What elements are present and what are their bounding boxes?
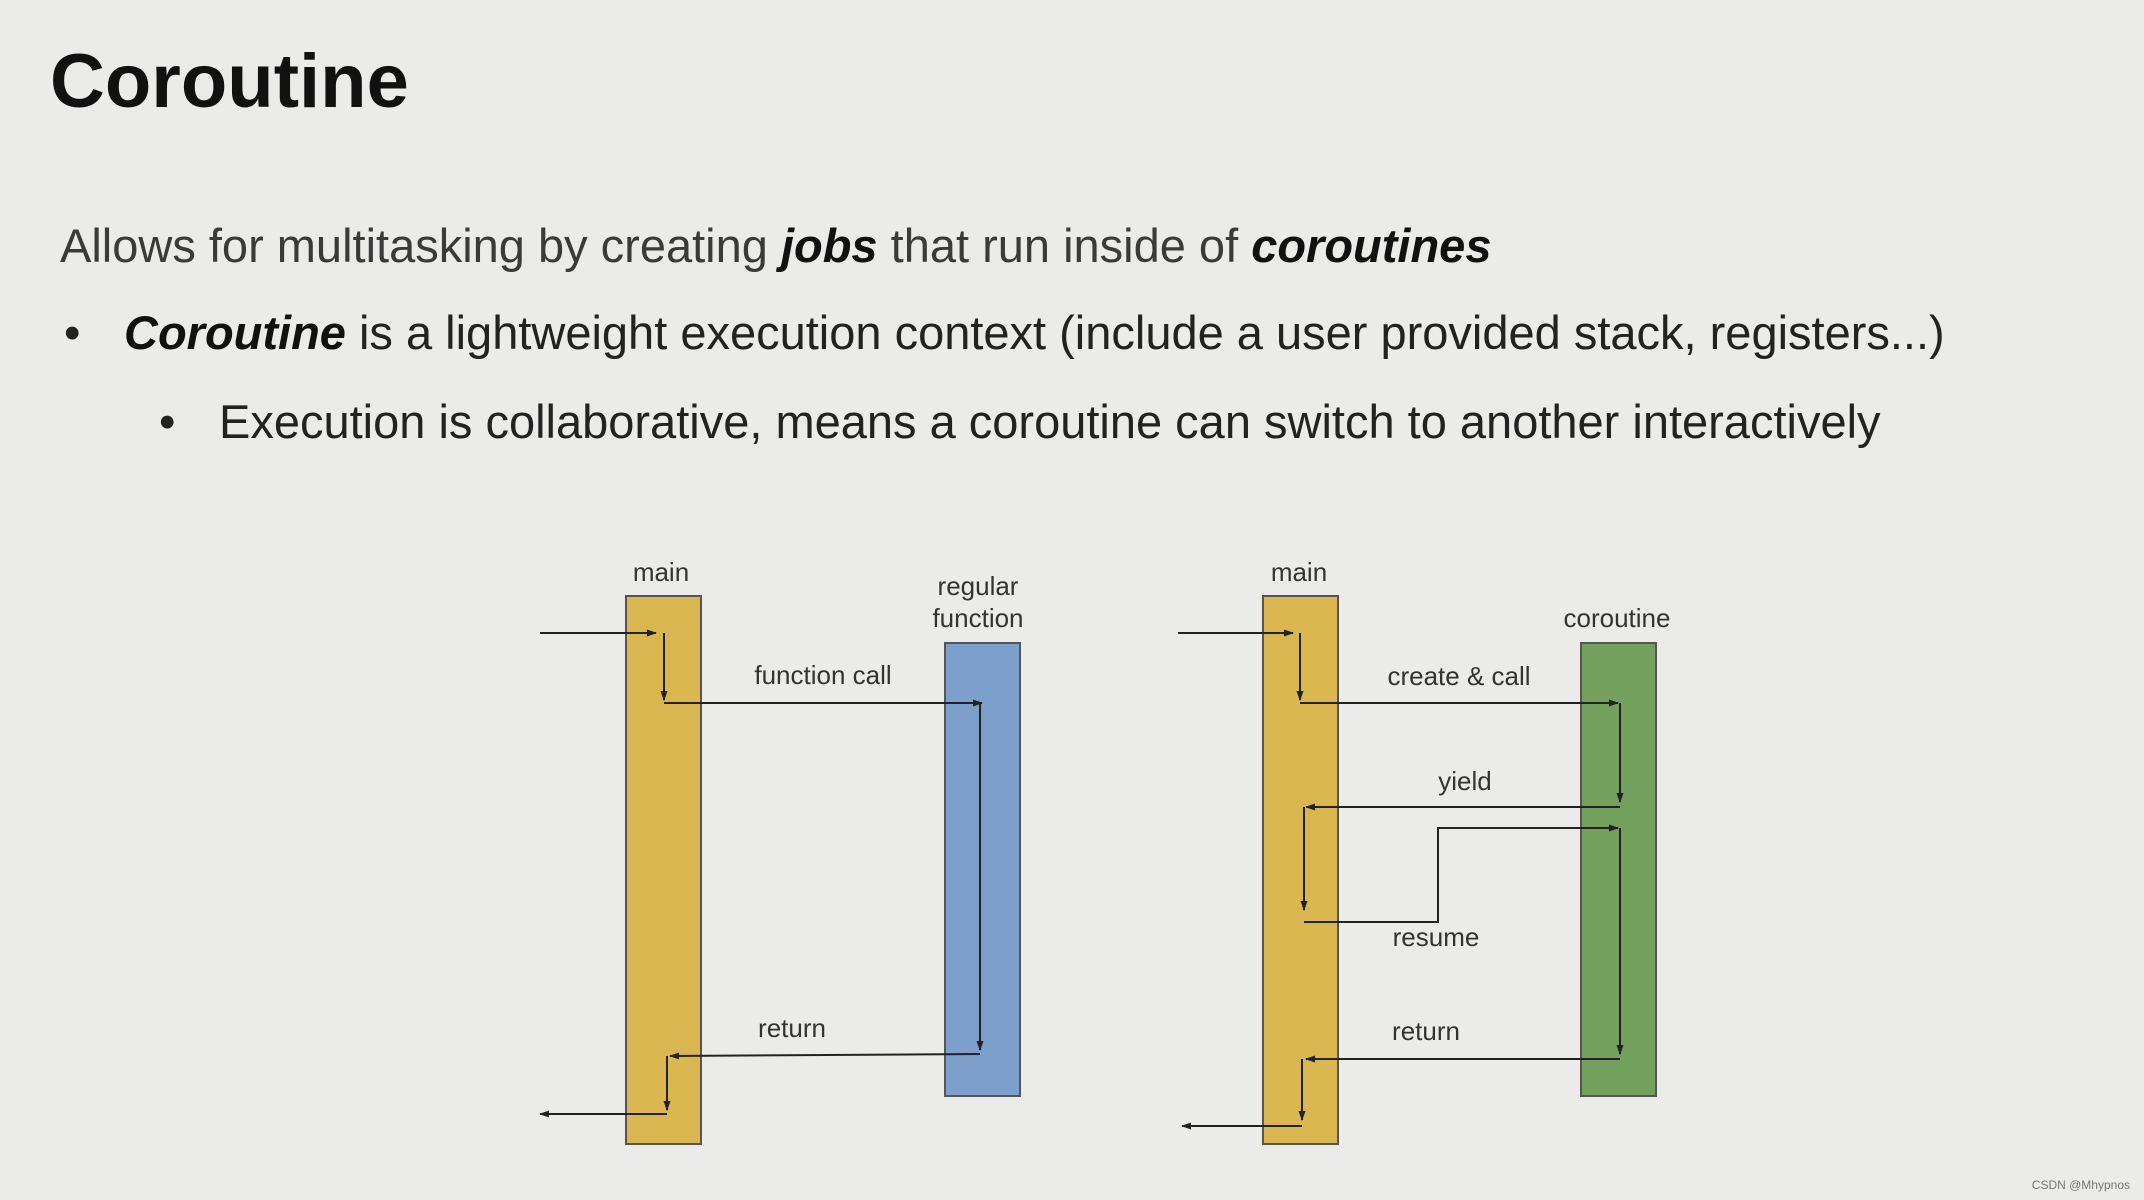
intro-part-1: Allows for multitasking by creating (60, 219, 781, 272)
watermark-credit: CSDN @Mhypnos (2031, 1178, 2130, 1192)
function-call-label: function call (754, 660, 891, 690)
regular-function-label-line1: regular (938, 571, 1019, 601)
coroutine-bar (1580, 642, 1657, 1097)
bullet-execution-collaborative: • Execution is collaborative, means a cor… (159, 394, 1881, 449)
bullet-text: is a lightweight execution context (incl… (345, 306, 1945, 359)
bullet-coroutine-definition: • Coroutine is a lightweight execution co… (64, 305, 1945, 360)
intro-part-2: that run inside of (877, 219, 1252, 272)
create-call-label: create & call (1387, 661, 1530, 691)
return-label: return (758, 1013, 826, 1043)
intro-em-jobs: jobs (780, 219, 878, 272)
bullet-text: Execution is collaborative, means a coro… (219, 395, 1881, 448)
main-label: main (633, 557, 689, 587)
resume-label: resume (1393, 922, 1480, 952)
intro-em-coroutines: coroutines (1251, 219, 1492, 272)
coroutine-flow-diagram: main coroutine create & call yield resum… (1178, 557, 1671, 1145)
coroutine-label: coroutine (1564, 603, 1671, 633)
bullet-marker: • (64, 306, 81, 359)
page-title: Coroutine (50, 39, 409, 124)
yield-label: yield (1438, 766, 1491, 796)
intro-line: Allows for multitasking by creating jobs… (60, 218, 1491, 273)
resume-arrow (1304, 824, 1619, 923)
regular-function-diagram: main regular function function call retu… (539, 557, 1024, 1145)
return-label: return (1392, 1016, 1460, 1046)
bullet-marker: • (159, 395, 176, 448)
regular-function-bar (944, 642, 1021, 1097)
return-arrow (669, 1052, 981, 1060)
main-label: main (1271, 557, 1327, 587)
regular-function-label-line2: function (932, 603, 1023, 633)
bullet-em-coroutine: Coroutine (124, 306, 346, 359)
